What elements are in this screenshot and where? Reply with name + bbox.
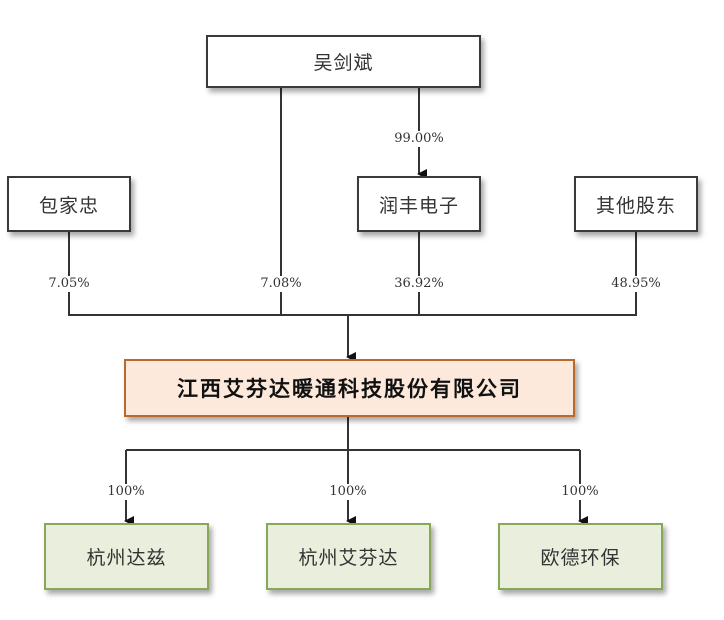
node-label: 杭州艾芬达 — [298, 547, 399, 569]
node-label: 吴剑斌 — [313, 52, 374, 74]
stake-label-sub-2: 100% — [327, 484, 369, 500]
stake-label-wu-runfeng: 99.00% — [392, 131, 446, 147]
node-company: 江西艾芬达暖通科技股份有限公司 — [124, 359, 575, 417]
node-oude-environmental: 欧德环保 — [498, 523, 663, 590]
company-name: 江西艾芬达暖通科技股份有限公司 — [177, 376, 522, 401]
node-label: 其他股东 — [595, 194, 676, 217]
stake-label-others: 48.95% — [609, 276, 663, 292]
node-other-shareholders: 其他股东 — [574, 176, 698, 232]
node-label: 润丰电子 — [378, 194, 459, 217]
node-label: 包家忠 — [38, 194, 99, 217]
node-label: 欧德环保 — [540, 547, 621, 569]
node-runfeng-electronics: 润丰电子 — [357, 176, 481, 232]
node-hangzhou-aifenda: 杭州艾芬达 — [266, 523, 431, 590]
node-bao-jiazhong: 包家忠 — [7, 176, 131, 232]
node-wu-jianbin: 吴剑斌 — [206, 35, 481, 88]
stake-label-runfeng: 36.92% — [392, 276, 446, 292]
stake-label-bao: 7.05% — [46, 276, 92, 292]
node-label: 杭州达兹 — [86, 547, 167, 569]
node-hangzhou-dazi: 杭州达兹 — [44, 523, 209, 590]
stake-label-wu-direct: 7.08% — [258, 276, 304, 292]
stake-label-sub-3: 100% — [559, 484, 601, 500]
stake-label-sub-1: 100% — [105, 484, 147, 500]
